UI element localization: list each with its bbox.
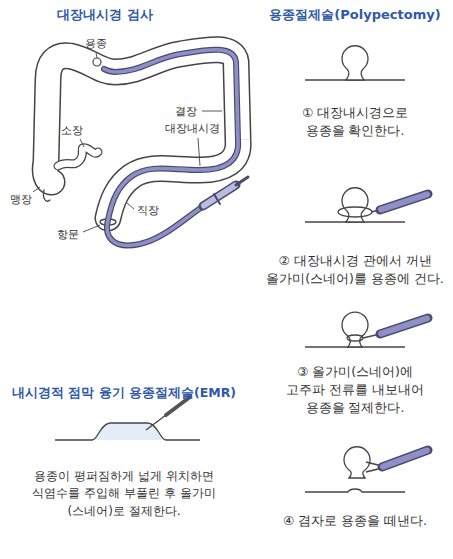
endoscope-tip (382, 450, 428, 467)
leader-line (198, 138, 200, 166)
leader-line (127, 203, 134, 209)
section-title: 내시경적 점막 융기 용종절제술(EMR) (12, 384, 236, 402)
polyp-step-4 (305, 447, 428, 492)
snare (347, 335, 363, 341)
part-label: 용종 (85, 36, 107, 52)
leader-line (96, 53, 97, 58)
endoscope-handle (203, 185, 236, 206)
endoscope (104, 50, 248, 246)
colon-wall (45, 50, 238, 218)
part-label: 맹장 (10, 192, 32, 208)
endoscope-tip-fill (381, 318, 427, 333)
endoscope-ring (214, 194, 220, 204)
part-label: 항문 (57, 227, 79, 243)
description-text: 용종이 평퍼짐하게 넓게 위치하면 식염수를 주입해 부풀린 후 올가미(스네어… (21, 468, 227, 520)
step-text: ① 대장내시경으로 용종을 확인한다. (293, 104, 417, 140)
polyp (342, 46, 368, 80)
endoscope-tip (380, 194, 428, 210)
leader-line (202, 111, 222, 112)
leader-line (80, 139, 84, 147)
endoscope-tube (104, 50, 238, 246)
polyp-step-1 (305, 46, 405, 80)
mucosa-line (305, 489, 405, 492)
polyp-step-3 (305, 312, 428, 347)
endoscope-tip-fill (381, 194, 427, 209)
leader-line (33, 187, 40, 192)
step-text: ③ 올가미(스네어)에 고주파 전류를 내보내어 용종을 절제한다. (284, 363, 426, 417)
small-intestine-lumen (58, 148, 98, 166)
endoscope-cap (236, 177, 248, 185)
endoscope-outline (104, 50, 238, 246)
endoscope-tip-fill (383, 450, 427, 466)
part-label: 직장 (137, 203, 159, 219)
snare (338, 207, 372, 217)
polyp (93, 58, 101, 66)
endoscope-handle-fill (204, 186, 235, 206)
part-label: 대장내시경 (165, 121, 220, 137)
colon (43, 50, 238, 225)
step-text: ④ 겸자로 용종을 떼낸다. (283, 512, 427, 530)
polyp-step-2 (305, 188, 428, 222)
leader-lines (33, 53, 222, 232)
step-text: ② 대장내시경 관에서 꺼낸 올가미(스네어)를 용종에 건다. (264, 252, 446, 288)
section-title: 대장내시경 검사 (57, 6, 153, 25)
leader-line (83, 225, 100, 232)
endoscope-tip (380, 318, 428, 334)
raised-mucosa (55, 423, 200, 440)
part-label: 결장 (175, 104, 197, 120)
small-intestine-wall (58, 148, 98, 166)
section-title: 용종절제술(Polypectomy) (269, 6, 440, 25)
emr-illustration (55, 397, 200, 440)
polyp (342, 312, 368, 347)
colon-lumen (45, 50, 238, 218)
part-label: 소장 (61, 123, 83, 139)
appendix (43, 190, 50, 201)
